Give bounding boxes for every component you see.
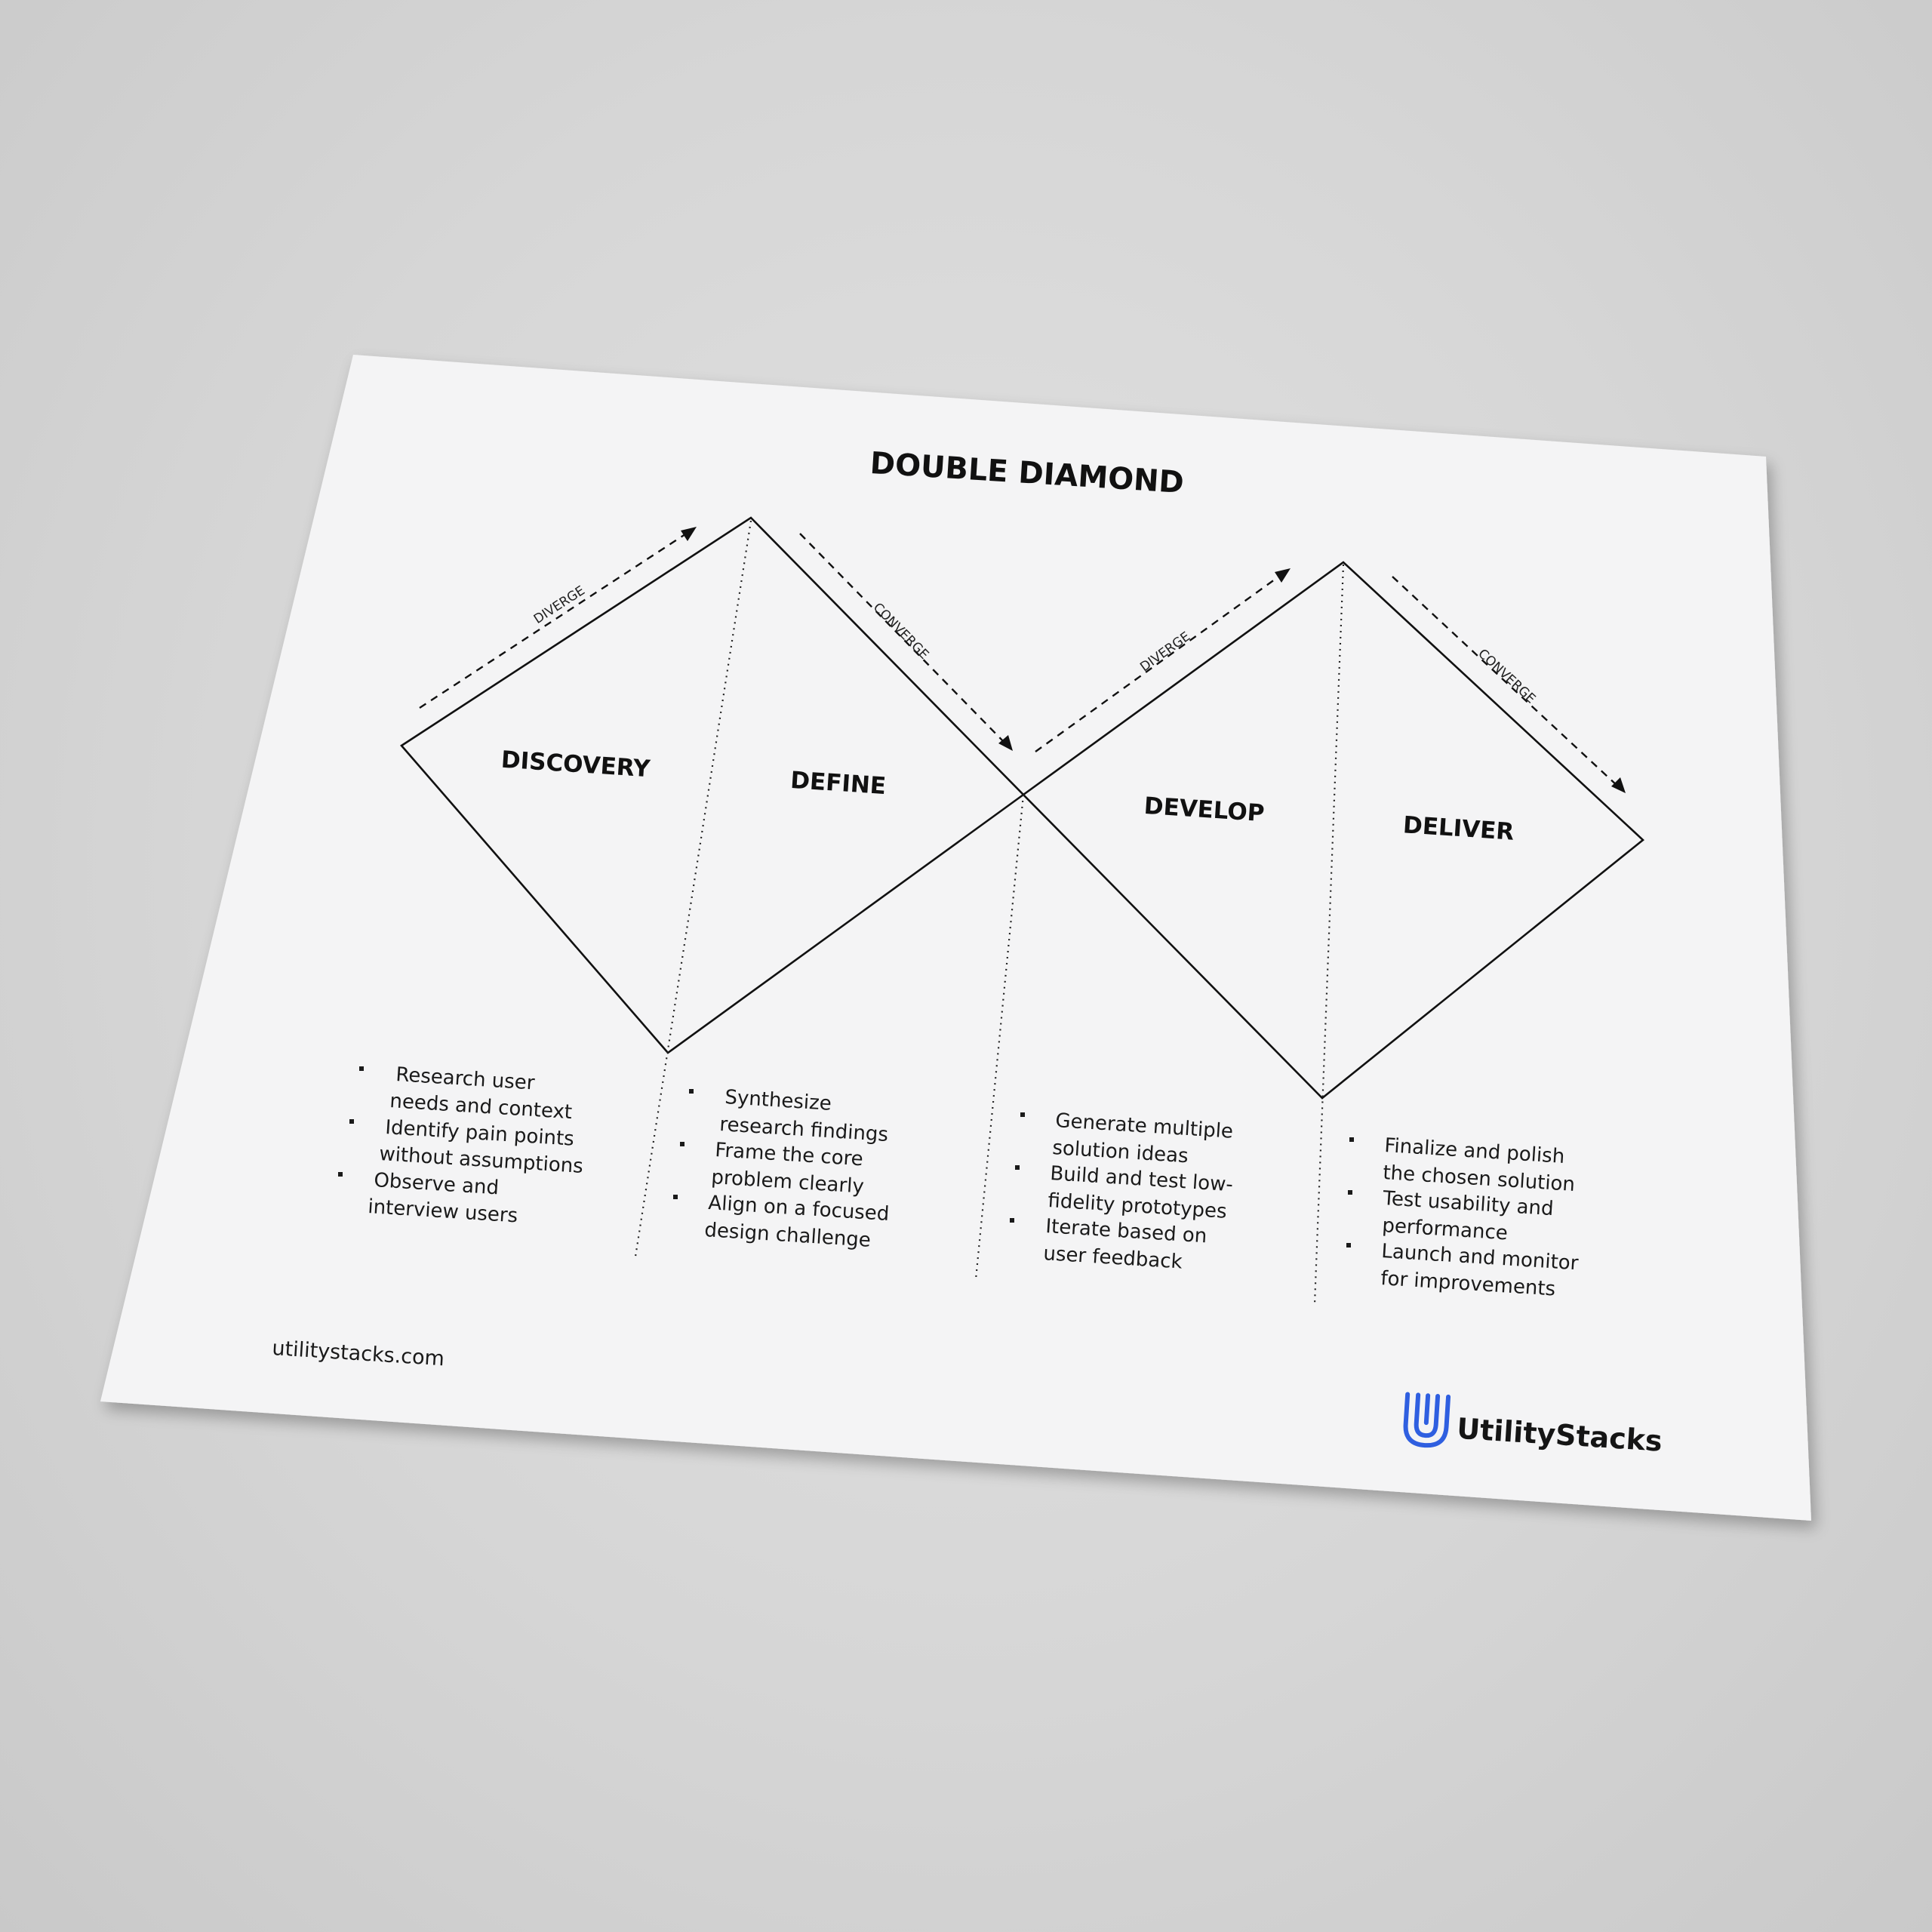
bullet-marker — [689, 1089, 694, 1094]
bullet-marker — [1020, 1112, 1025, 1117]
bullet-marker — [1349, 1137, 1354, 1142]
diamond-right — [1022, 561, 1644, 1100]
phase-label-define: DEFINE — [789, 767, 887, 800]
flow-arrow-2 — [799, 533, 1013, 751]
bullet-marker — [1348, 1190, 1352, 1195]
bullet-marker — [673, 1195, 678, 1199]
paper-sheet — [100, 355, 1811, 1521]
divider-develop-deliver — [1313, 564, 1345, 1305]
bullet-marker — [349, 1119, 354, 1124]
flow-arrow-3 — [1035, 568, 1291, 752]
bullet-marker — [1010, 1218, 1014, 1223]
flow-arrow-1 — [419, 527, 697, 709]
bullet-marker — [1346, 1243, 1351, 1247]
flow-arrow-4 — [1392, 576, 1626, 793]
divider-define-develop — [974, 794, 1025, 1280]
bullet-marker — [338, 1172, 343, 1177]
bullet-marker — [1015, 1165, 1020, 1170]
bullet-marker — [680, 1142, 685, 1146]
bullet-list-develop: Generate multiple solution ideas Build a… — [1010, 1109, 1234, 1274]
brand-logo-icon-inner — [1414, 1392, 1441, 1438]
brand-logo-icon-stem — [1423, 1393, 1431, 1426]
brand-logo-icon — [1403, 1392, 1451, 1448]
bullet-marker — [359, 1066, 364, 1071]
